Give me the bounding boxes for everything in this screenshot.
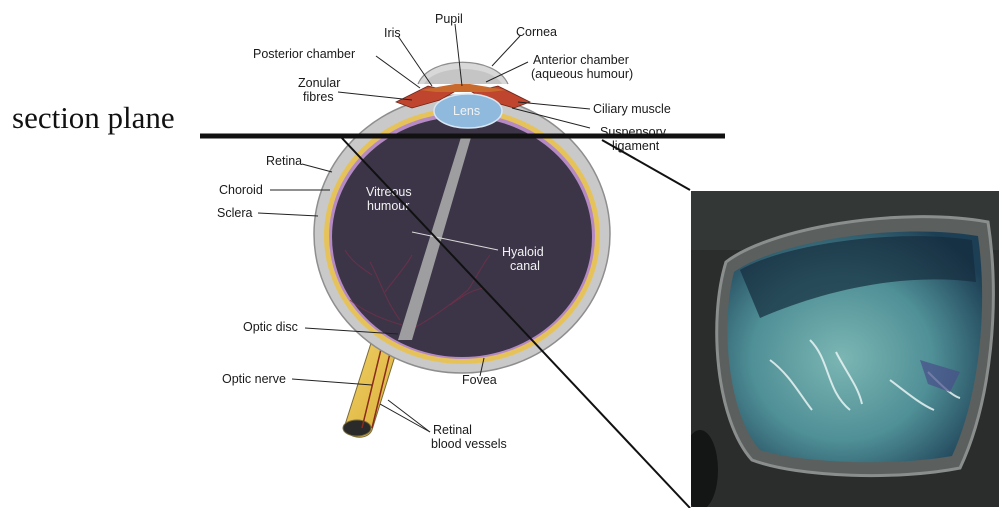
label-anterior-chamber: Anterior chamber [533, 53, 629, 67]
label-retina: Retina [266, 154, 302, 168]
label-fibres: fibres [303, 90, 334, 104]
label-cornea: Cornea [516, 25, 557, 39]
label-ciliary-muscle: Ciliary muscle [593, 102, 671, 116]
label-retinal: Retinal [433, 423, 472, 437]
label-iris: Iris [384, 26, 401, 40]
label-zonular: Zonular [298, 76, 340, 90]
label-blood-vessels: blood vessels [431, 437, 507, 451]
label-choroid: Choroid [219, 183, 263, 197]
photo-inset [682, 190, 1000, 508]
label-canal: canal [510, 259, 540, 273]
label-hyaloid: Hyaloid [502, 245, 544, 259]
section-plane-label: section plane [12, 100, 175, 135]
label-fovea: Fovea [462, 373, 497, 387]
label-optic-disc: Optic disc [243, 320, 298, 334]
label-aqueous-humour: (aqueous humour) [531, 67, 633, 81]
label-sclera: Sclera [217, 206, 252, 220]
label-pupil: Pupil [435, 12, 463, 26]
label-posterior-chamber: Posterior chamber [253, 47, 355, 61]
label-lens: Lens [453, 104, 480, 118]
label-optic-nerve: Optic nerve [222, 372, 286, 386]
label-humour: humour [367, 199, 409, 213]
